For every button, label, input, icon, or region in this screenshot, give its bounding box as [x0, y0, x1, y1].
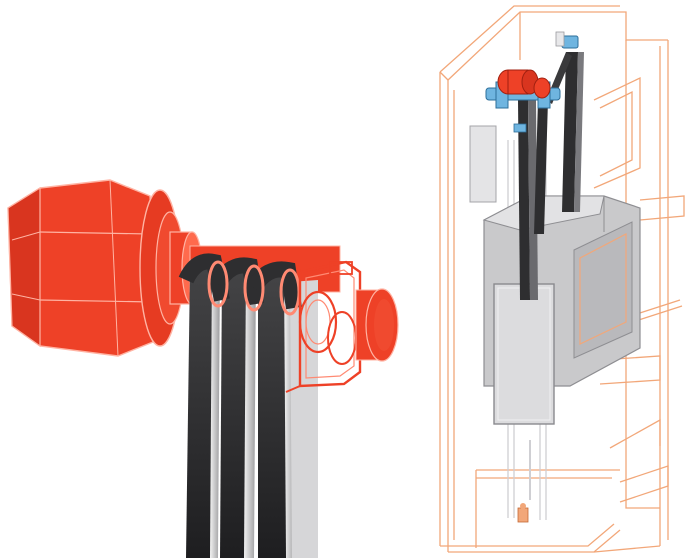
- motor-end-face: [7, 186, 41, 348]
- motor-body: [7, 179, 159, 357]
- landing-frames: [593, 76, 685, 503]
- shaft-end-cap: [355, 288, 399, 362]
- belt-anchor: [561, 35, 579, 49]
- belt-1: [186, 264, 220, 558]
- counterweight: [493, 283, 555, 425]
- top-machine: [485, 31, 579, 133]
- bearing-housing: [285, 260, 362, 393]
- shaft-frame: [439, 5, 669, 553]
- traction-machine: [7, 179, 399, 558]
- belt-2: [220, 268, 256, 558]
- machine-sheave: [533, 77, 551, 99]
- pit-buffers: [517, 440, 531, 523]
- sheave-grooves: [178, 253, 302, 316]
- suspension-belts: [186, 264, 318, 558]
